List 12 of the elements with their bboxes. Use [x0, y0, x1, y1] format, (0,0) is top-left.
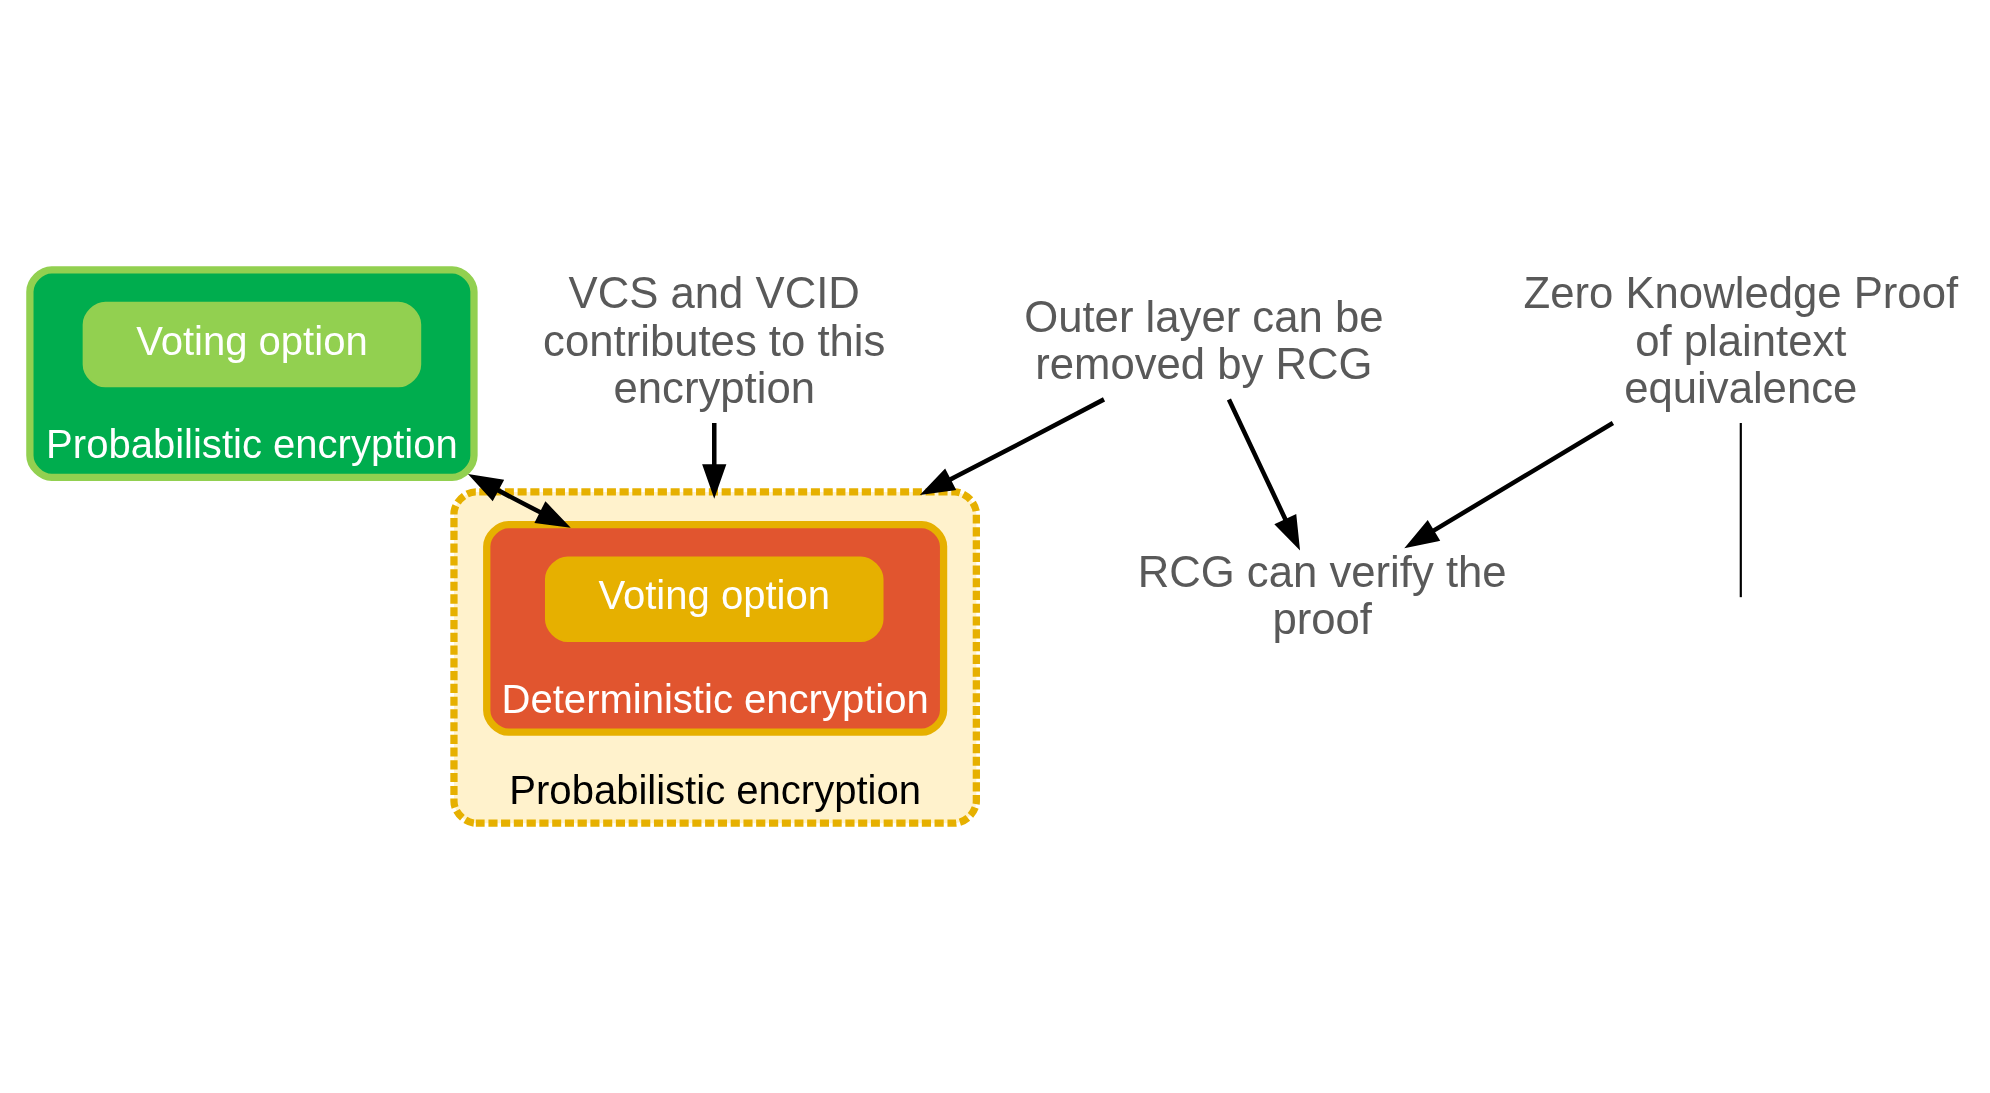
arrow [1226, 398, 1301, 551]
node-text: VCS and VCID contributes to this encryption [543, 268, 886, 413]
node-text: RCG can verify the proof [1137, 546, 1507, 644]
node-box: Voting option [82, 301, 422, 388]
node-text: Outer layer can be removed by RCG [1024, 292, 1384, 389]
arrow [919, 397, 1106, 496]
arrow [1404, 421, 1615, 549]
arrow [702, 423, 727, 499]
arrow [467, 474, 571, 528]
node-box: Voting option [544, 556, 884, 643]
node-text: Zero Knowledge Proof of plaintext equivalence [1523, 268, 1959, 413]
connector [1739, 423, 1742, 598]
